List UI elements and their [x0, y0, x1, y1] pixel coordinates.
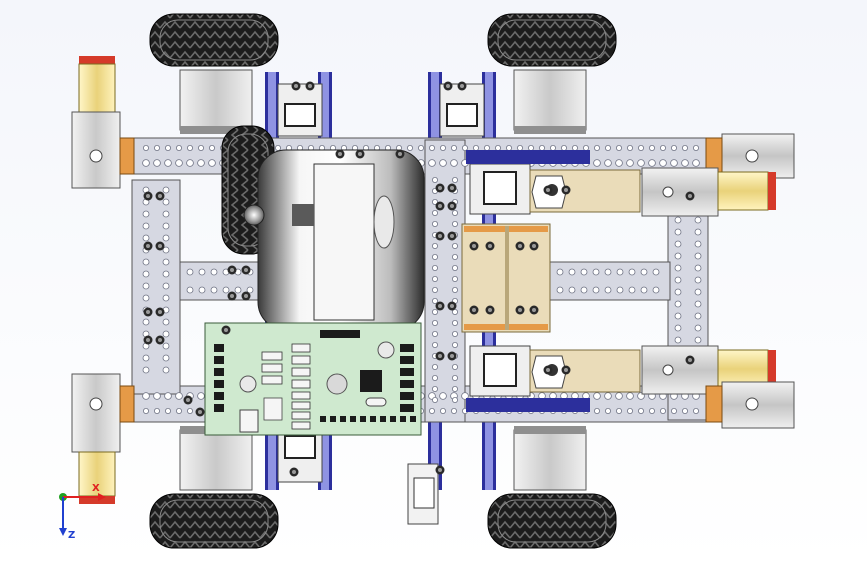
center-bracket[interactable]: [461, 223, 551, 333]
actuator-left-bottom[interactable]: [71, 373, 135, 504]
servo-top-left[interactable]: [277, 83, 323, 137]
db9-connector[interactable]: [407, 463, 439, 525]
axis-triad-icon: X Z: [59, 483, 106, 541]
motor-bottom-right[interactable]: [513, 426, 587, 491]
motor-top-left[interactable]: [179, 69, 253, 134]
tire-bottom-right[interactable]: [487, 493, 617, 549]
servo-top-right[interactable]: [439, 83, 485, 137]
blue-plate-right: [466, 150, 590, 412]
axis-x-label: X: [92, 483, 100, 494]
tire-top-left[interactable]: [149, 13, 279, 67]
actuator-right-top[interactable]: [641, 133, 795, 217]
main-cylinder[interactable]: [243, 149, 425, 331]
actuator-right-bottom[interactable]: [641, 345, 795, 429]
servo-right-lower[interactable]: [469, 345, 531, 397]
screw-heads: [143, 81, 695, 477]
tire-top-right[interactable]: [487, 13, 617, 67]
actuator-left-top[interactable]: [71, 56, 135, 189]
controller-pcb[interactable]: [204, 322, 422, 436]
tire-bottom-left[interactable]: [149, 493, 279, 549]
axis-z-label: Z: [68, 530, 75, 541]
servo-right-upper[interactable]: [469, 163, 531, 215]
pcb-components: [214, 330, 416, 430]
motor-top-right[interactable]: [513, 69, 587, 134]
motor-bottom-left[interactable]: [179, 426, 253, 491]
